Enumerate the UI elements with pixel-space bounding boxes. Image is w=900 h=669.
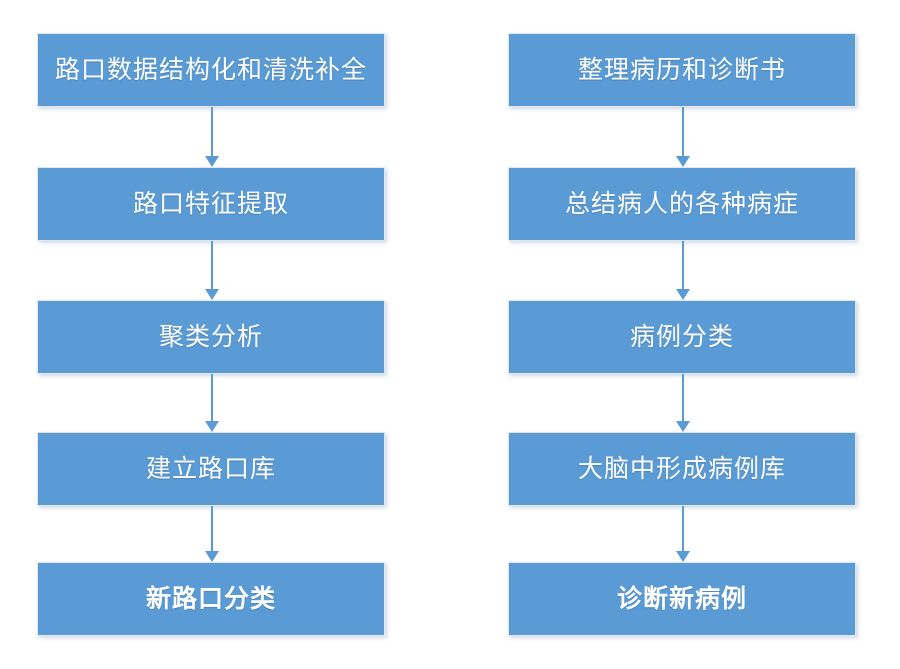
arrow-head-icon <box>205 551 219 562</box>
arrow-stem <box>211 506 213 551</box>
arrow-head-icon <box>205 421 219 432</box>
intersection-analysis-flow-column: 路口数据结构化和清洗补全 路口特征提取 聚类分析 建立路口库 新 <box>37 0 389 669</box>
flow-node-mental-case-library[interactable]: 大脑中形成病例库 <box>508 432 856 506</box>
flow-arrow-down <box>205 374 219 432</box>
arrow-stem <box>682 506 684 551</box>
arrow-head-icon <box>676 421 690 432</box>
arrow-stem <box>682 374 684 421</box>
flow-node-label: 诊断新病例 <box>616 584 747 613</box>
flow-arrow-down <box>676 241 690 300</box>
arrow-stem <box>211 374 213 421</box>
arrow-head-icon <box>205 289 219 300</box>
arrow-head-icon <box>205 156 219 167</box>
flow-node-organize-medical-records[interactable]: 整理病历和诊断书 <box>508 33 856 107</box>
flow-node-label: 路口数据结构化和清洗补全 <box>54 55 367 84</box>
flow-arrow-down <box>676 107 690 167</box>
flow-node-label: 新路口分类 <box>145 584 276 613</box>
flow-node-intersection-feature-extraction[interactable]: 路口特征提取 <box>37 167 385 241</box>
flow-node-build-intersection-library[interactable]: 建立路口库 <box>37 432 385 506</box>
flow-node-new-intersection-classification[interactable]: 新路口分类 <box>37 562 385 636</box>
flow-node-label: 病例分类 <box>629 322 734 351</box>
flow-node-label: 聚类分析 <box>158 322 263 351</box>
arrow-head-icon <box>676 551 690 562</box>
flow-node-label: 整理病历和诊断书 <box>577 55 786 84</box>
flow-node-intersection-data-cleaning[interactable]: 路口数据结构化和清洗补全 <box>37 33 385 107</box>
flow-node-label: 建立路口库 <box>145 454 276 483</box>
flow-node-diagnose-new-case[interactable]: 诊断新病例 <box>508 562 856 636</box>
arrow-head-icon <box>676 156 690 167</box>
arrow-stem <box>211 107 213 156</box>
flow-node-cluster-analysis[interactable]: 聚类分析 <box>37 300 385 374</box>
flow-arrow-down <box>205 506 219 562</box>
flow-arrow-down <box>205 241 219 300</box>
arrow-stem <box>682 107 684 156</box>
flow-arrow-down <box>676 506 690 562</box>
flow-arrow-down <box>676 374 690 432</box>
arrow-head-icon <box>676 289 690 300</box>
flow-node-summarize-symptoms[interactable]: 总结病人的各种病症 <box>508 167 856 241</box>
flow-node-case-classification[interactable]: 病例分类 <box>508 300 856 374</box>
arrow-stem <box>211 241 213 289</box>
flow-arrow-down <box>205 107 219 167</box>
arrow-stem <box>682 241 684 289</box>
medical-diagnosis-flow-column: 整理病历和诊断书 总结病人的各种病症 病例分类 大脑中形成病例库 <box>508 0 860 669</box>
flow-node-label: 大脑中形成病例库 <box>577 454 786 483</box>
flow-node-label: 总结病人的各种病症 <box>564 189 799 218</box>
flow-node-label: 路口特征提取 <box>132 189 289 218</box>
